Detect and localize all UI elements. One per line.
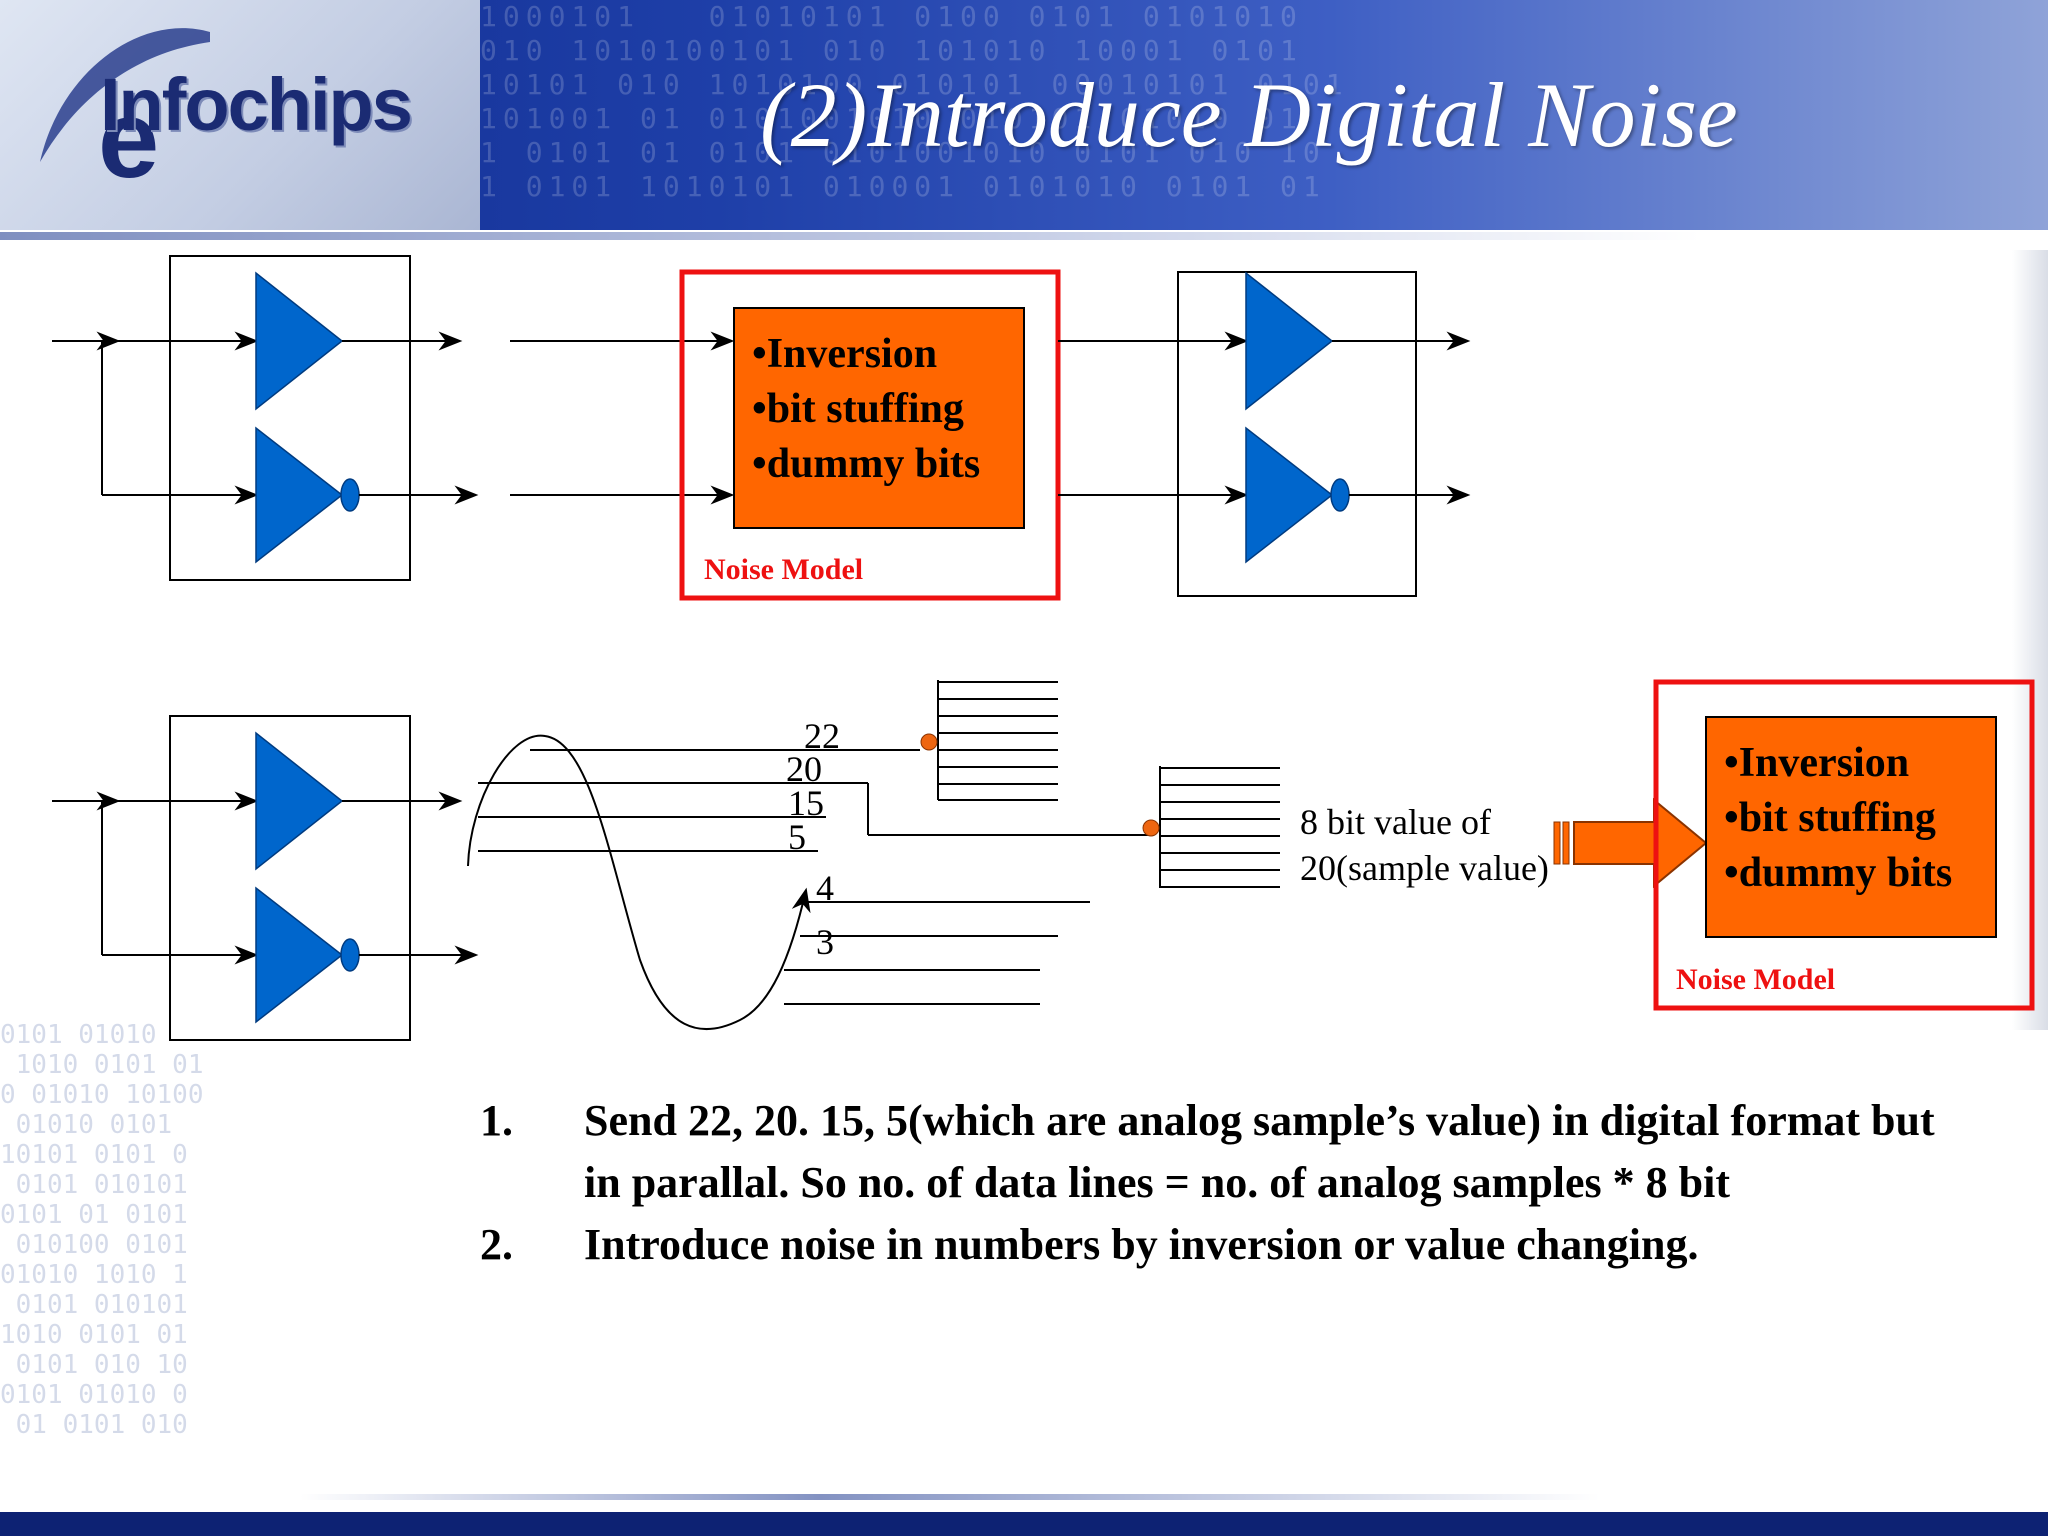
sample-label: 15 <box>788 783 824 823</box>
noise-diagram: •Inversion •bit stuffing •dummy bits Noi… <box>52 255 2035 1041</box>
buffer-triangle <box>1245 271 1334 411</box>
header-divider <box>0 232 1700 240</box>
binary-watermark: 0101 01010 1010 0101 01 0 01010 10100 01… <box>0 1020 204 1440</box>
sample-label: 3 <box>816 922 834 962</box>
sample-label: 5 <box>788 817 806 857</box>
block-arrow <box>1553 797 1708 889</box>
buffer-block-top-left <box>52 255 479 581</box>
noise-item: •bit stuffing <box>1724 795 1936 841</box>
steps-list: 1. Send 22, 20. 15, 5(which are analog s… <box>480 1090 1960 1276</box>
noise-model-label: Noise Model <box>1676 963 1835 996</box>
analog-waveform <box>467 734 811 1031</box>
slide-title: (2)Introduce Digital Noise <box>760 64 1738 166</box>
bit-register-22 <box>920 680 1058 801</box>
step-number: 2. <box>480 1220 513 1269</box>
bit-register-20 <box>1142 766 1280 888</box>
inverter-triangle <box>255 886 344 1024</box>
buffer-triangle <box>255 271 344 411</box>
analog-sampling: 22 20 15 5 4 3 <box>467 680 1549 1031</box>
step-number: 1. <box>480 1096 513 1145</box>
logo-text: Infochips <box>100 63 413 146</box>
noise-model-top: •Inversion •bit stuffing •dummy bits Noi… <box>510 269 1249 601</box>
noise-item: •Inversion <box>752 331 937 377</box>
buffer-triangle <box>255 731 344 871</box>
step-item: 1. Send 22, 20. 15, 5(which are analog s… <box>480 1090 1960 1214</box>
noise-item: •dummy bits <box>752 441 980 487</box>
inverter-triangle <box>1245 426 1334 564</box>
sample-label: 20 <box>786 749 822 789</box>
noise-model-bottom: •Inversion •bit stuffing •dummy bits Noi… <box>1653 679 2035 1011</box>
footer-divider <box>300 1494 1600 1500</box>
sample-label: 4 <box>816 868 834 908</box>
svg-text:e: e <box>98 78 159 192</box>
buffer-block-top-right <box>1177 271 1471 597</box>
logo-swoosh-icon: e <box>40 28 210 192</box>
noise-item: •bit stuffing <box>752 386 964 432</box>
noise-model-label: Noise Model <box>704 553 863 586</box>
step-text: Send 22, 20. 15, 5(which are analog samp… <box>584 1096 1935 1207</box>
footer-bar <box>0 1512 2048 1536</box>
buffer-block-bottom-left <box>52 715 479 1041</box>
logo-panel: e Infochips <box>0 0 480 230</box>
inverter-bubble <box>340 478 360 512</box>
annotation-line: 20(sample value) <box>1300 848 1549 888</box>
register-input-dot <box>1142 819 1160 837</box>
inverter-bubble <box>1330 478 1350 512</box>
register-input-dot <box>920 733 938 751</box>
step-text: Introduce noise in numbers by inversion … <box>584 1220 1699 1269</box>
inverter-triangle <box>255 426 344 564</box>
annotation-line: 8 bit value of <box>1300 802 1491 842</box>
inverter-bubble <box>340 938 360 972</box>
sample-label: 22 <box>804 716 840 756</box>
noise-item: •dummy bits <box>1724 850 1952 896</box>
step-item: 2. Introduce noise in numbers by inversi… <box>480 1214 1960 1276</box>
noise-item: •Inversion <box>1724 740 1909 786</box>
